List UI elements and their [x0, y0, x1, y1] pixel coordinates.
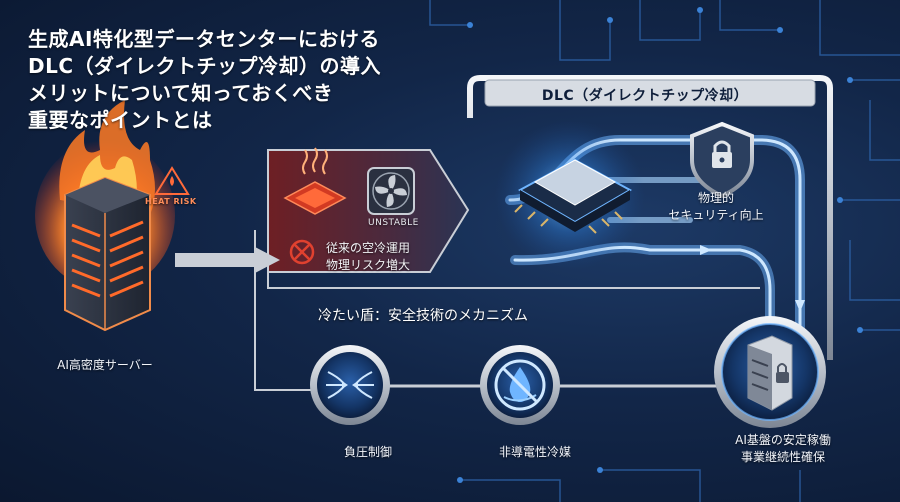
circuit-traces — [429, 0, 900, 502]
fan-icon — [367, 167, 415, 215]
risk-text: 従来の空冷運用 物理リスク増大 — [326, 240, 410, 274]
risk-line-2: 物理リスク増大 — [326, 258, 411, 272]
outcome-line-2: 事業継続性確保 — [740, 450, 825, 464]
mechanism-heading: 冷たい盾：安全技術のメカニズム — [318, 308, 528, 324]
overheating-chip-icon — [283, 147, 347, 215]
heat-warning-icon — [154, 166, 190, 195]
dlc-frame — [467, 75, 833, 360]
page-title: 生成AI特化型データセンターにおける DLC（ダイレクトチップ冷却）の導入 メリ… — [28, 26, 408, 134]
physical-security-line-2: セキュリティ向上 — [668, 208, 764, 222]
physical-security-line-1: 物理的 — [697, 191, 734, 205]
risk-line-1: 従来の空冷運用 — [326, 241, 411, 255]
negative-pressure-label: 負圧制御 — [343, 445, 392, 459]
dlc-banner — [484, 79, 816, 107]
unstable-label: UNSTABLE — [368, 218, 419, 228]
dlc-banner-label: DLC（ダイレクトチップ冷却） — [541, 88, 749, 104]
prohibited-icon — [289, 239, 315, 265]
main-arrow-head — [255, 247, 280, 273]
outcome-label: AI基盤の安定稼働 事業継続性確保 — [708, 432, 858, 466]
title-line-2: DLC（ダイレクトチップ冷却）の導入 — [28, 54, 382, 78]
heat-risk-label: HEAT RISK — [145, 197, 197, 206]
dlc-chip — [514, 158, 633, 234]
shield-lock-icon — [690, 121, 754, 199]
non-conductive-coolant-label: 非導電性冷媒 — [498, 445, 571, 459]
negative-pressure-icon — [310, 345, 390, 425]
server-label: AI高密度サーバー — [57, 358, 153, 372]
title-line-3: メリットについて知っておくべき — [28, 81, 334, 105]
outcome-line-1: AI基盤の安定稼働 — [735, 433, 831, 447]
title-line-1: 生成AI特化型データセンターにおける — [28, 27, 380, 51]
title-line-4: 重要なポイントとは — [28, 108, 213, 132]
non-conductive-coolant-icon — [480, 345, 560, 425]
physical-security-label: 物理的 セキュリティ向上 — [658, 190, 774, 224]
secure-server-icon — [714, 316, 826, 428]
hot-server-icon — [35, 100, 175, 332]
